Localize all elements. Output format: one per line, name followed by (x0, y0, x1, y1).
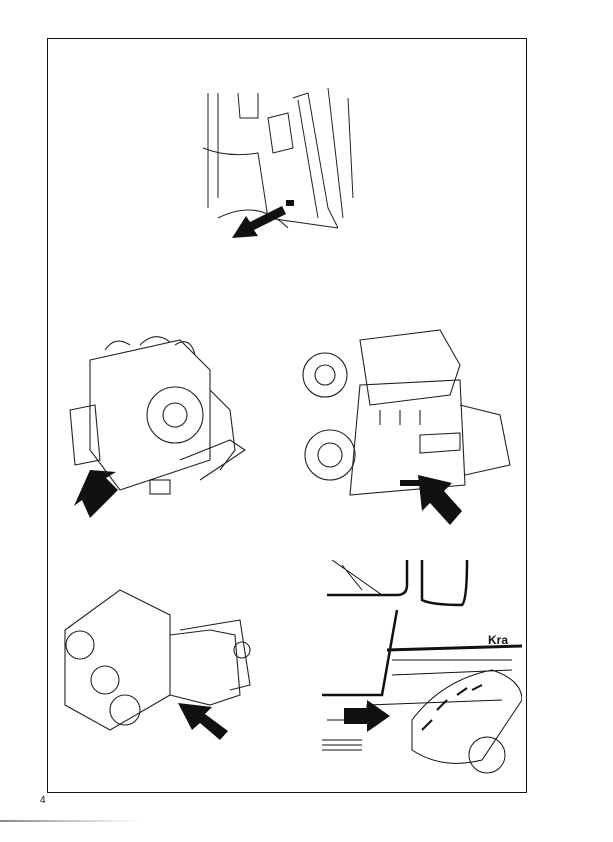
brand-lettering: Kra (488, 633, 508, 647)
figure-engine-left (69, 336, 246, 518)
page-number: 4 (40, 795, 46, 806)
arrow-icon (344, 700, 390, 732)
figure-cab-interior (202, 88, 354, 238)
figure-gearbox (64, 589, 251, 740)
page-frame (47, 38, 527, 793)
figure-tractor-side: Kra (322, 560, 522, 774)
figure-engine-right (302, 329, 511, 525)
scan-artifact (0, 820, 140, 822)
arrow-icon (418, 475, 462, 525)
arrow-icon (74, 470, 118, 518)
arrow-icon (178, 703, 228, 740)
arrow-icon (232, 206, 286, 238)
